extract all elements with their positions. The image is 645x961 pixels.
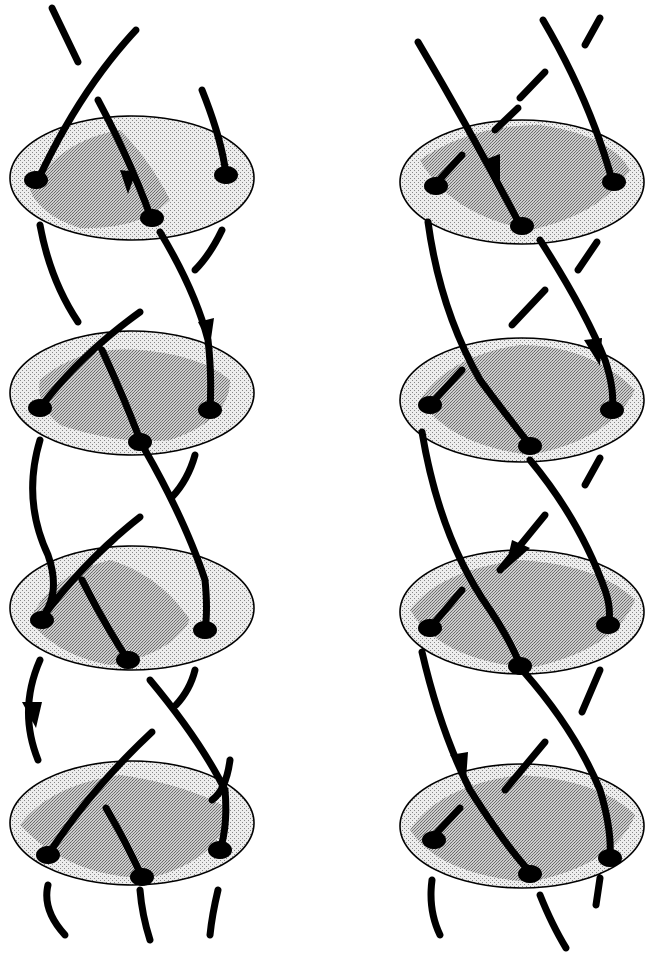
right-strand-d	[520, 72, 545, 98]
right-strand-x	[596, 878, 600, 905]
left-strand-g	[195, 230, 222, 270]
left-braid	[10, 8, 254, 940]
right-strand-w	[540, 895, 566, 948]
left-strand-q	[176, 670, 195, 705]
left-strand-a	[52, 8, 78, 62]
right-strand-s	[582, 670, 600, 712]
right-arrowheads	[450, 154, 602, 780]
right-strand-n	[585, 458, 600, 485]
left-strand-t	[47, 885, 65, 935]
right-braid	[400, 18, 644, 948]
left-strand-v	[210, 890, 218, 935]
left-strand-u	[140, 890, 150, 940]
right-strand-c	[585, 18, 600, 45]
right-strand-i	[578, 242, 597, 270]
right-strand-v	[431, 880, 440, 935]
left-strand-l	[172, 455, 195, 497]
right-strand-j	[512, 290, 545, 325]
left-strand-e	[40, 225, 78, 322]
